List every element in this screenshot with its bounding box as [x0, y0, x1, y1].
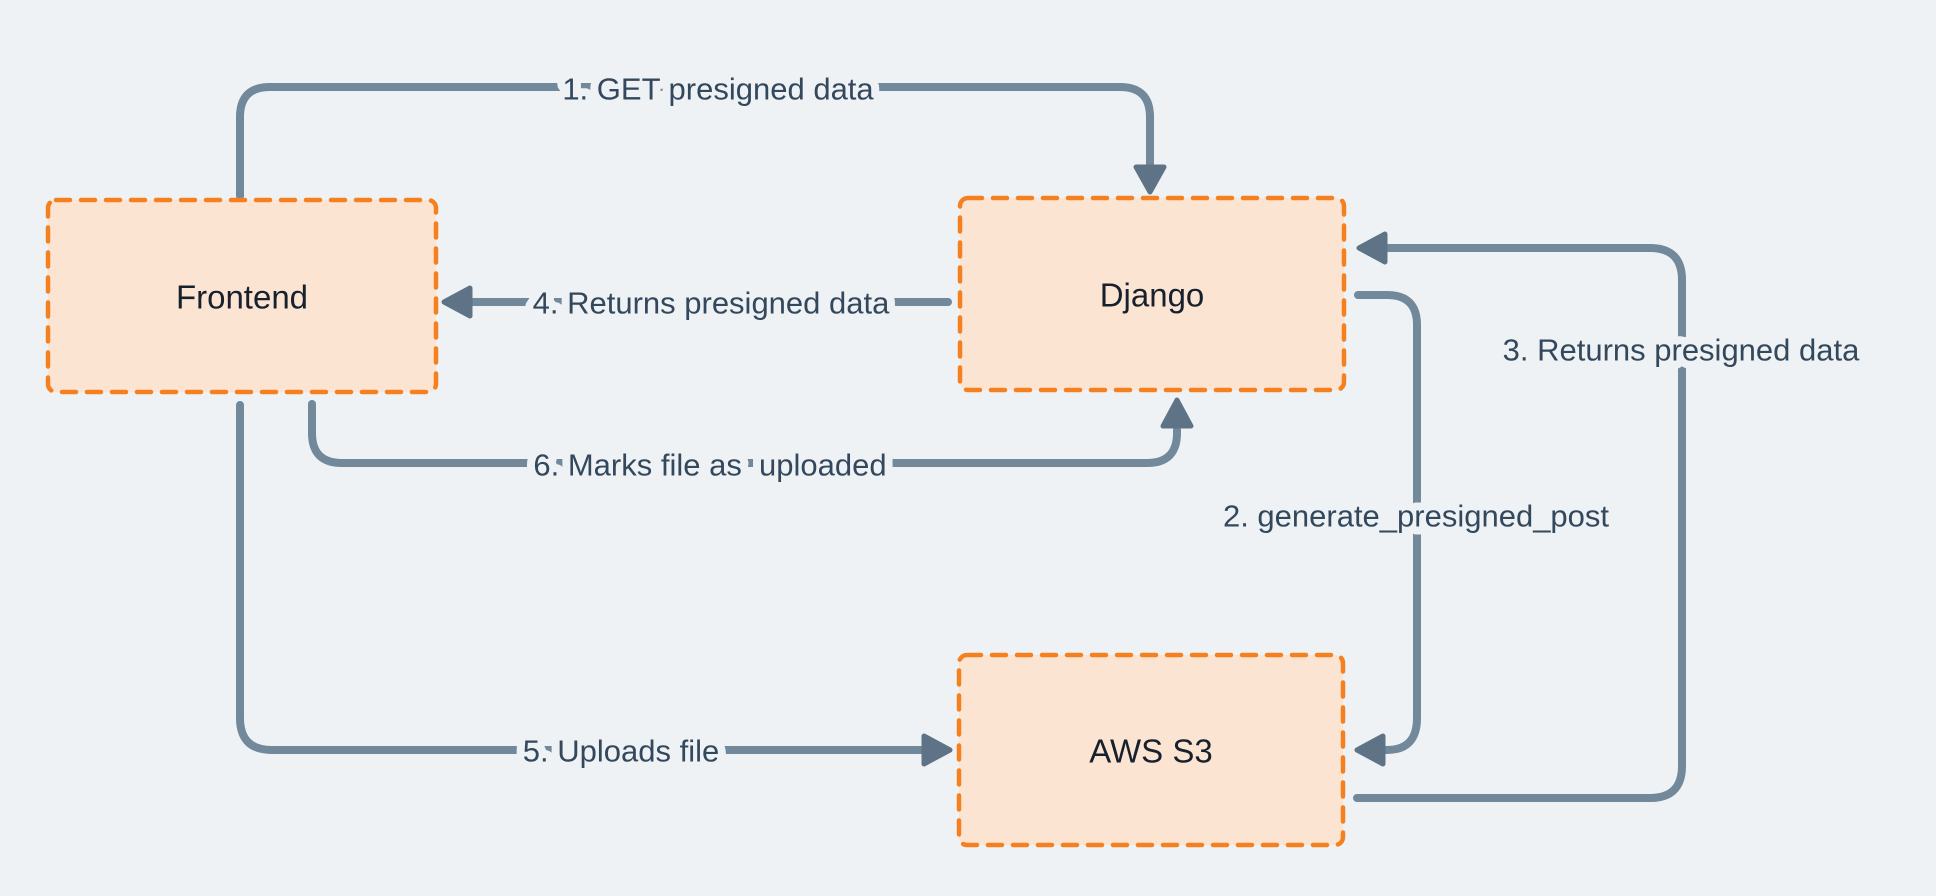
arrowhead-down-icon — [1133, 164, 1167, 195]
arrowhead-left-icon — [1354, 733, 1386, 767]
edge-4-label: 4. Returns presigned data — [533, 286, 890, 321]
arrowhead-up-icon — [1160, 397, 1194, 429]
edge-3-path — [1353, 244, 1686, 802]
edge-frontend-to-s3-upload: 5. Uploads file — [236, 401, 953, 777]
node-aws-s3: AWS S3 — [956, 652, 1346, 848]
edge-1-label: 1. GET presigned data — [562, 72, 874, 107]
edge-5-path — [236, 401, 927, 754]
node-django: Django — [957, 195, 1347, 393]
edge-1-path — [236, 83, 1154, 200]
frontend-box — [45, 197, 439, 395]
edge-django-to-frontend-returns: 4. Returns presigned data — [441, 278, 952, 329]
edge-6-label: 6. Marks file as uploaded — [533, 448, 886, 483]
arrowhead-left-icon — [441, 285, 473, 319]
edge-frontend-to-django-get: 1. GET presigned data — [236, 64, 1167, 200]
edge-6-path — [308, 400, 1181, 467]
edge-django-to-s3-generate: 2. generate_presigned_post — [1215, 291, 1617, 767]
edge-2-label: 2. generate_presigned_post — [1223, 499, 1609, 534]
arrowhead-left-icon — [1356, 231, 1388, 265]
edge-5-label: 5. Uploads file — [523, 734, 719, 769]
frontend-label: Frontend — [176, 279, 308, 316]
edge-2-path — [1354, 291, 1421, 754]
arrowhead-right-icon — [921, 733, 953, 767]
node-frontend: Frontend — [45, 197, 439, 395]
django-box — [957, 195, 1347, 393]
edge-s3-to-django-returns: 3. Returns presigned data — [1353, 231, 1868, 802]
edge-frontend-to-django-marks: 6. Marks file as uploaded — [308, 397, 1194, 491]
aws-s3-label: AWS S3 — [1089, 733, 1212, 770]
django-label: Django — [1100, 277, 1205, 314]
aws-s3-box — [956, 652, 1346, 848]
edge-3-label: 3. Returns presigned data — [1503, 333, 1860, 368]
